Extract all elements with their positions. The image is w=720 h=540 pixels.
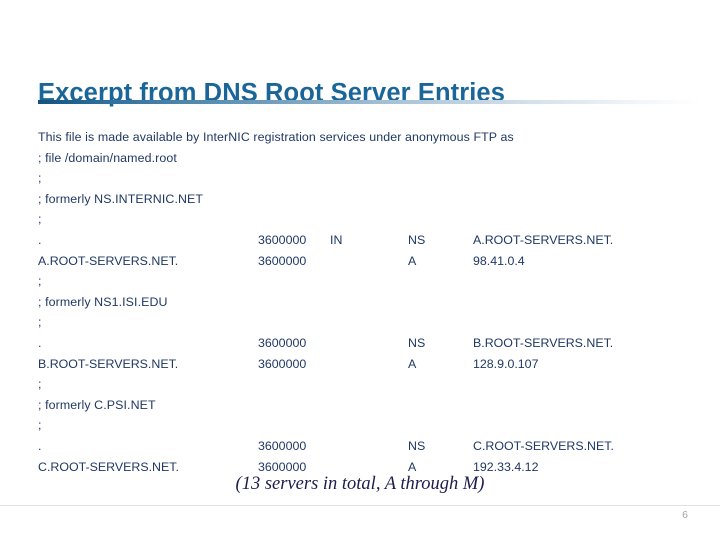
slide-caption: (13 servers in total, A through M) [235, 474, 485, 494]
zone-name-cell: ; file /domain/named.root [38, 150, 177, 165]
zone-record-row: . 3600000 NS B.ROOT-SERVERS.NET. [38, 333, 698, 354]
zone-record-row: . 3600000 NS C.ROOT-SERVERS.NET. [38, 436, 698, 457]
zone-type-cell: A [408, 459, 417, 474]
zone-name-cell: ; formerly C.PSI.NET [38, 397, 156, 412]
zone-name-cell: ; formerly NS.INTERNIC.NET [38, 191, 204, 206]
zone-comment-row: ; [38, 312, 698, 333]
footer-divider [0, 505, 720, 506]
zone-name-cell: . [38, 232, 42, 247]
zone-record-row: . 3600000 IN NS A.ROOT-SERVERS.NET. [38, 230, 698, 251]
zone-record-row: A.ROOT-SERVERS.NET. 3600000 A 98.41.0.4 [38, 251, 698, 272]
zone-comment-row: This file is made available by InterNIC … [38, 127, 698, 148]
zone-comment-row: ; [38, 374, 698, 395]
title-underline-rule [38, 100, 702, 104]
zone-comment-row: ; formerly C.PSI.NET [38, 395, 698, 416]
zone-ttl-cell: 3600000 [258, 335, 307, 350]
zone-type-cell: NS [408, 438, 426, 453]
zone-comment-row: ; [38, 415, 698, 436]
zone-file-listing: This file is made available by InterNIC … [38, 127, 698, 477]
zone-name-cell: ; [38, 274, 42, 289]
zone-name-cell: B.ROOT-SERVERS.NET. [38, 356, 179, 371]
zone-record-row: C.ROOT-SERVERS.NET. 3600000 A 192.33.4.12 [38, 457, 698, 478]
zone-ttl-cell: 3600000 [258, 459, 307, 474]
zone-type-cell: NS [408, 335, 426, 350]
zone-name-cell: ; formerly NS1.ISI.EDU [38, 294, 168, 309]
zone-class-cell: IN [330, 232, 343, 247]
zone-comment-row: ; formerly NS.INTERNIC.NET [38, 189, 698, 210]
zone-comment-row: ; [38, 271, 698, 292]
zone-comment-row: ; [38, 209, 698, 230]
zone-value-cell: 98.41.0.4 [473, 253, 525, 268]
zone-comment-row: ; file /domain/named.root [38, 148, 698, 169]
zone-name-cell: ; [38, 315, 42, 330]
zone-value-cell: C.ROOT-SERVERS.NET. [473, 438, 614, 453]
zone-name-cell: . [38, 335, 42, 350]
zone-value-cell: A.ROOT-SERVERS.NET. [473, 232, 614, 247]
zone-value-cell: 192.33.4.12 [473, 459, 539, 474]
zone-comment-row: ; formerly NS1.ISI.EDU [38, 292, 698, 313]
zone-ttl-cell: 3600000 [258, 232, 307, 247]
zone-comment-row: ; [38, 168, 698, 189]
zone-value-cell: B.ROOT-SERVERS.NET. [473, 335, 614, 350]
zone-name-cell: ; [38, 212, 42, 227]
zone-name-cell: . [38, 438, 42, 453]
page-number: 6 [682, 509, 688, 521]
zone-name-cell: ; [38, 377, 42, 392]
zone-name-cell: C.ROOT-SERVERS.NET. [38, 459, 179, 474]
zone-record-row: B.ROOT-SERVERS.NET. 3600000 A 128.9.0.107 [38, 354, 698, 375]
zone-name-cell: A.ROOT-SERVERS.NET. [38, 253, 179, 268]
zone-ttl-cell: 3600000 [258, 356, 307, 371]
zone-type-cell: A [408, 356, 417, 371]
zone-name-cell: This file is made available by InterNIC … [38, 130, 514, 144]
zone-ttl-cell: 3600000 [258, 438, 307, 453]
zone-value-cell: 128.9.0.107 [473, 356, 539, 371]
zone-type-cell: NS [408, 232, 426, 247]
zone-name-cell: ; [38, 171, 42, 186]
zone-name-cell: ; [38, 418, 42, 433]
zone-type-cell: A [408, 253, 417, 268]
zone-ttl-cell: 3600000 [258, 253, 307, 268]
